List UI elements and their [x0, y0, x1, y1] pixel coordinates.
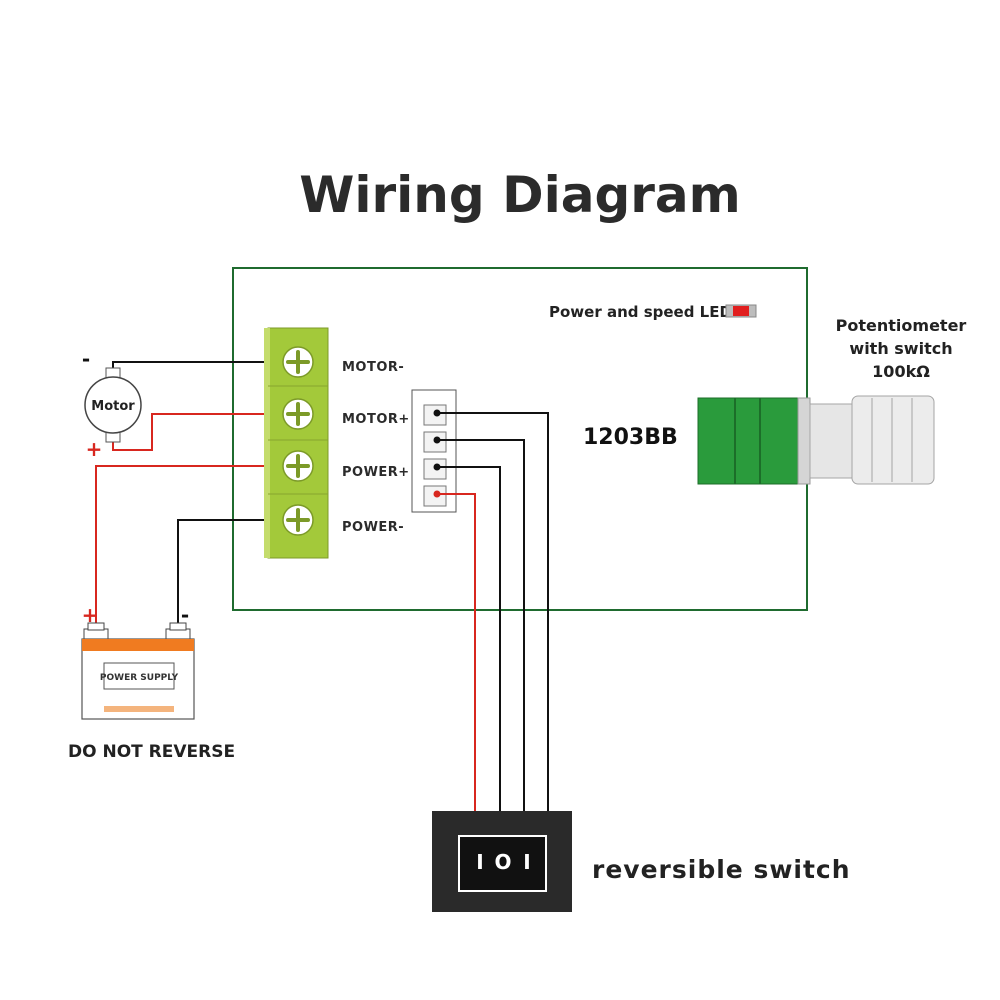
switch-wire-4	[437, 493, 476, 812]
motor-plus-wire	[112, 413, 298, 451]
connector-pin-dot	[433, 463, 441, 471]
switch-rocker	[458, 835, 547, 892]
power-supply-plus-sign: +	[82, 603, 99, 627]
switch-wire-2	[437, 439, 525, 812]
terminal-screw-icon	[282, 398, 314, 430]
power-plus-wire	[95, 465, 298, 628]
potentiometer-label-line2: with switch	[849, 339, 952, 358]
switch-connector	[411, 389, 457, 513]
switch-wire-1	[437, 412, 549, 812]
power-wires	[95, 465, 298, 628]
potentiometer-label-line1: Potentiometer	[836, 316, 967, 335]
led-label: Power and speed LED	[549, 303, 732, 321]
terminal-label-power-plus: POWER+	[342, 465, 410, 480]
switch-wires	[433, 409, 549, 812]
connector-pin-dot	[433, 409, 441, 417]
potentiometer-label-line3: 100kΩ	[872, 362, 930, 381]
terminal-block-edge	[264, 328, 270, 558]
motor-icon	[84, 367, 142, 443]
power-minus-wire	[177, 519, 298, 628]
terminal-label-motor-plus: MOTOR+	[342, 412, 410, 427]
board-model-label: 1203BB	[583, 425, 678, 450]
motor-plus-sign: +	[86, 437, 103, 461]
terminal-screw-icon	[282, 504, 314, 536]
terminal-screw-icon	[282, 450, 314, 482]
switch-wire-3	[437, 466, 501, 812]
reversible-switch	[432, 811, 572, 912]
do-not-reverse-warning: DO NOT REVERSE	[68, 742, 235, 762]
motor-label: Motor	[91, 399, 135, 414]
switch-symbol-left: I	[476, 850, 483, 874]
led-icon	[725, 304, 757, 318]
power-supply-minus-sign: -	[181, 603, 189, 627]
connector-pin-dot	[433, 436, 441, 444]
potentiometer-bushing	[809, 403, 853, 479]
reversible-switch-label: reversible switch	[592, 855, 851, 884]
terminal-block	[264, 327, 329, 559]
potentiometer	[697, 395, 935, 485]
potentiometer-body	[697, 397, 799, 485]
diagram-title: Wiring Diagram	[299, 166, 741, 224]
switch-symbol-center: O	[494, 850, 511, 874]
battery-icon	[81, 622, 195, 720]
terminal-label-motor-minus: MOTOR-	[342, 360, 404, 375]
potentiometer-collar	[797, 397, 811, 485]
connector-pin-dot	[433, 490, 441, 498]
motor-minus-sign: -	[82, 347, 90, 371]
terminal-screw-icon	[282, 346, 314, 378]
power-supply-label: POWER SUPPLY	[100, 673, 179, 683]
terminal-label-power-minus: POWER-	[342, 520, 404, 535]
switch-symbol-right: I	[523, 850, 530, 874]
